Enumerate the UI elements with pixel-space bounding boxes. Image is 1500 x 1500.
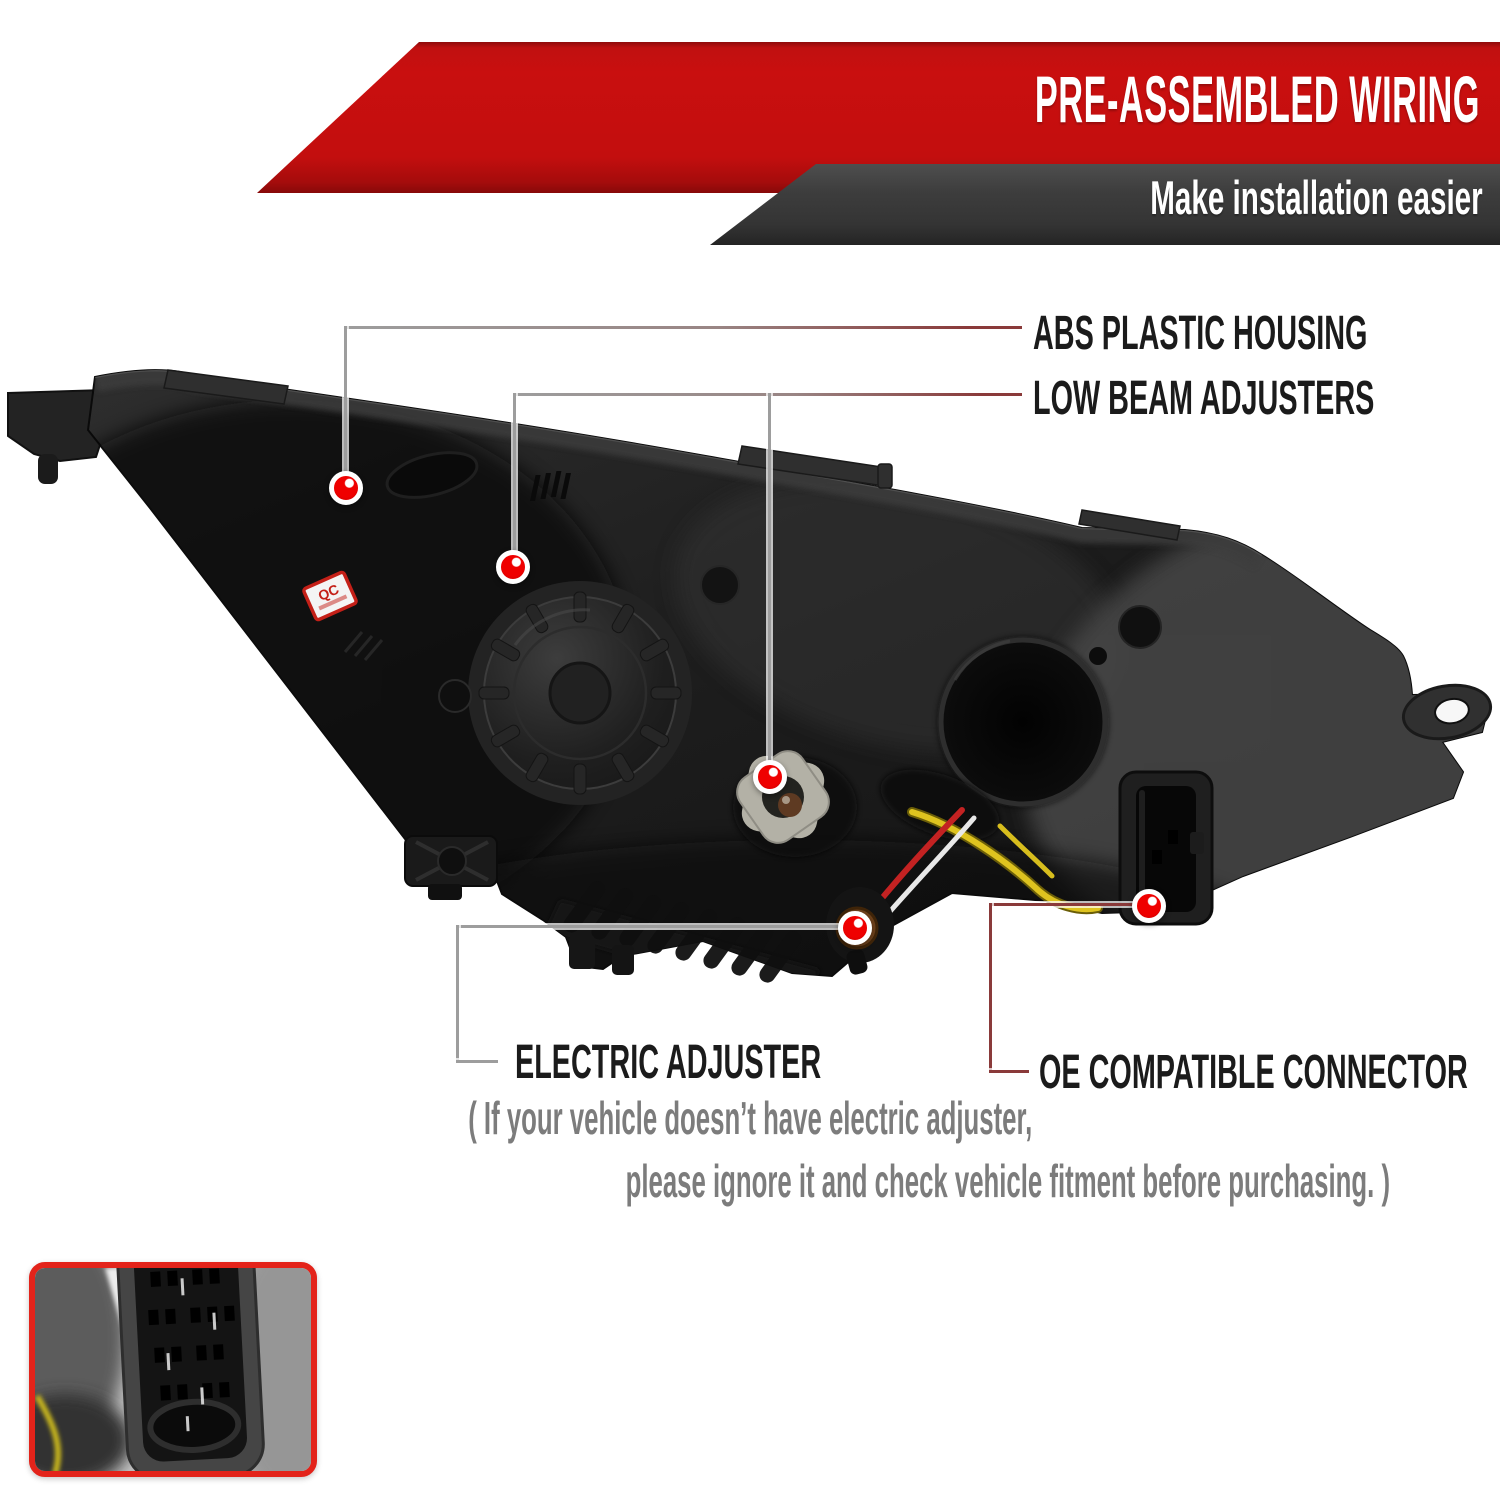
electric-callout-hline — [457, 925, 841, 928]
oe-callout-vline — [989, 903, 992, 1073]
small-hole — [1118, 605, 1162, 649]
note-line-2: please ignore it and check vehicle fitme… — [625, 1155, 1391, 1207]
connector-inset-photo — [29, 1262, 317, 1477]
electric-adjuster-note: ( If your vehicle doesn’t have electric … — [25, 1087, 1390, 1213]
lowbeam-callout-vline-1 — [513, 393, 516, 553]
headlight-photo: QC — [7, 369, 1493, 983]
electric-callout-vline — [456, 925, 459, 1063]
lowbeam-marker-dot-1 — [496, 550, 530, 584]
top-peg — [700, 565, 740, 605]
abs-callout-hline — [345, 326, 1022, 329]
low-beam-adjusters-label: LOW BEAM ADJUSTERS — [1033, 372, 1375, 425]
lowbeam-marker-dot-2 — [753, 760, 787, 794]
electric-marker-dot — [838, 911, 872, 945]
foot-bracket — [404, 835, 498, 900]
side-peg — [438, 679, 472, 713]
banner-title: PRE-ASSEMBLED WIRING — [1034, 62, 1480, 136]
connector-port — [1118, 770, 1214, 926]
stub-foot — [569, 935, 595, 969]
abs-callout-vline — [344, 326, 347, 476]
svg-text:QC: QC — [316, 581, 342, 604]
abs-housing-label: ABS PLASTIC HOUSING — [1033, 307, 1368, 360]
mounting-ear — [1401, 683, 1493, 741]
vent-slots — [530, 471, 571, 501]
dark-banner — [710, 164, 1500, 245]
oval-recess — [385, 451, 479, 499]
electric-callout-jog — [456, 1060, 498, 1063]
banner-subtitle: Make installation easier — [1150, 171, 1483, 224]
electric-adjuster-label: ELECTRIC ADJUSTER — [515, 1036, 822, 1089]
lowbeam-callout-vline-2 — [768, 393, 771, 763]
abs-marker-dot — [329, 471, 363, 505]
connector-closeup-illustration — [35, 1268, 311, 1471]
tiny-hole — [1089, 647, 1107, 665]
dust-cap — [468, 581, 692, 805]
qc-sticker: QC — [302, 570, 358, 622]
stub-foot — [612, 945, 634, 975]
oe-marker-dot — [1132, 889, 1166, 923]
note-line-1: ( If your vehicle doesn’t have electric … — [468, 1092, 1033, 1144]
round-recess — [937, 636, 1109, 808]
top-tabs — [163, 369, 1181, 541]
oe-connector-label: OE COMPATIBLE CONNECTOR — [1039, 1046, 1468, 1099]
oe-callout-hline — [989, 903, 1135, 906]
oe-callout-jog — [989, 1070, 1029, 1073]
